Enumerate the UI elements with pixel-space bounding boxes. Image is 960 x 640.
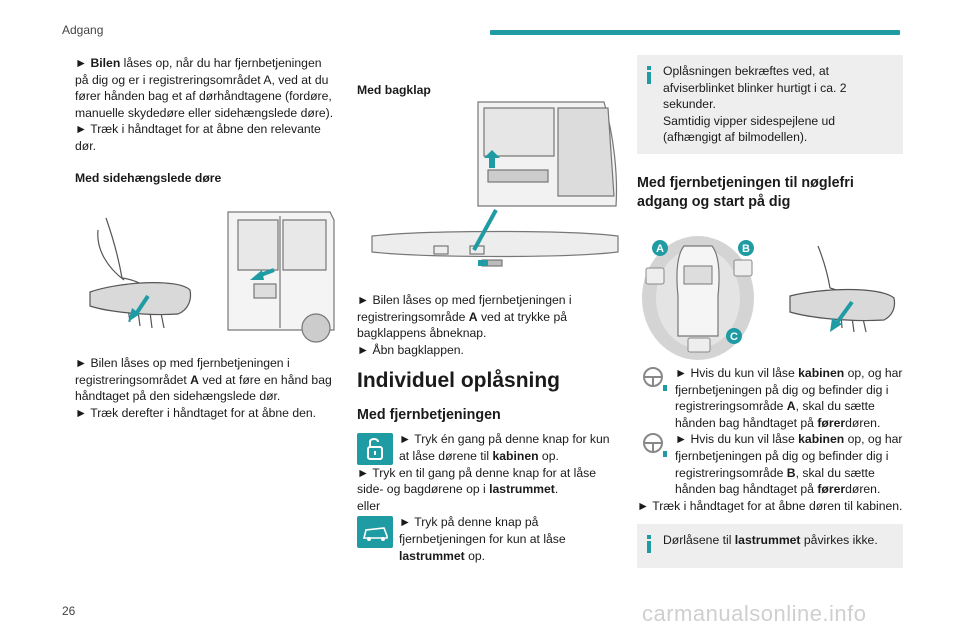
heading-remote: Med fjernbetjeningen (357, 407, 501, 424)
zone-a-label: A (656, 243, 664, 255)
remote-unlock-cabin: ► Tryk én gang på denne knap for kun at … (357, 431, 621, 466)
info-icon (647, 66, 651, 84)
step-open-tailgate: ► Åbn bagklappen. (357, 342, 464, 357)
subheading-side-doors: Med sidehængslede døre (75, 170, 222, 185)
heading-keyless: Med fjernbetjeningen til nøglefri adgang… (637, 174, 854, 210)
step-open-cabin-door: ► Træk i håndtaget for at åbne døren til… (637, 498, 903, 513)
column-3: Oplåsningen bekræftes ved, at afviserbli… (637, 55, 903, 212)
step-pull-handle: ► Træk derefter i håndtaget for at åbne … (75, 405, 317, 420)
info-icon (647, 535, 651, 554)
keyless-zone-b: ► Hvis du kun vil låse kabinen op, og ha… (637, 431, 903, 497)
keyless-zones-illustration: A B C (642, 236, 896, 360)
info-box-cargo-locks: Dørlåsene til lastrummet påvirkes ikke. (637, 524, 903, 569)
step-open-door: ► Træk i håndtaget for at åbne den relev… (75, 122, 321, 153)
subheading-tailgate: Med bagklap (357, 83, 431, 97)
text-or: eller (357, 498, 381, 513)
steering-wheel-icon (643, 367, 667, 391)
zone-c-label: C (730, 331, 738, 343)
tailgate-illustration (371, 101, 619, 267)
paragraph-side-doors: ► Bilen låses op med fjernbetjeningen i … (75, 356, 332, 404)
column-2: Med bagklap (357, 82, 621, 99)
header-accent-bar (490, 30, 900, 35)
info-box-confirmation: Oplåsningen bekræftes ved, at afviserbli… (637, 55, 903, 154)
column-2-lower: ► Bilen låses op med fjernbetjeningen i … (357, 292, 621, 564)
page-number: 26 (62, 604, 76, 618)
zone-b-label: B (742, 243, 750, 255)
watermark: carmanualsonline.info (642, 601, 867, 626)
remote-cargo-button: ► Tryk på denne knap på fjernbetjeningen… (357, 514, 621, 564)
steering-wheel-icon (643, 433, 667, 458)
remote-unlock-cargo: ► Tryk en til gang på denne knap for at … (357, 465, 597, 497)
padlock-open-icon (357, 433, 393, 466)
column-1: ► Bilen låses op, når du har fjernbetjen… (75, 55, 337, 186)
column-3-lower: ► Hvis du kun vil låse kabinen op, og ha… (637, 365, 903, 569)
keyless-zone-a: ► Hvis du kun vil låse kabinen op, og ha… (637, 365, 903, 431)
paragraph-tailgate: ► Bilen låses op med fjernbetjeningen i … (357, 293, 572, 341)
van-unlock-icon (357, 516, 393, 549)
side-door-illustration (89, 211, 335, 343)
column-1-lower: ► Bilen låses op med fjernbetjeningen i … (75, 355, 337, 421)
paragraph-bilen: ► Bilen låses op, når du har fjernbetjen… (75, 56, 334, 120)
section-header: Adgang (62, 23, 104, 37)
heading-individual-unlock: Individuel oplåsning (357, 369, 561, 393)
